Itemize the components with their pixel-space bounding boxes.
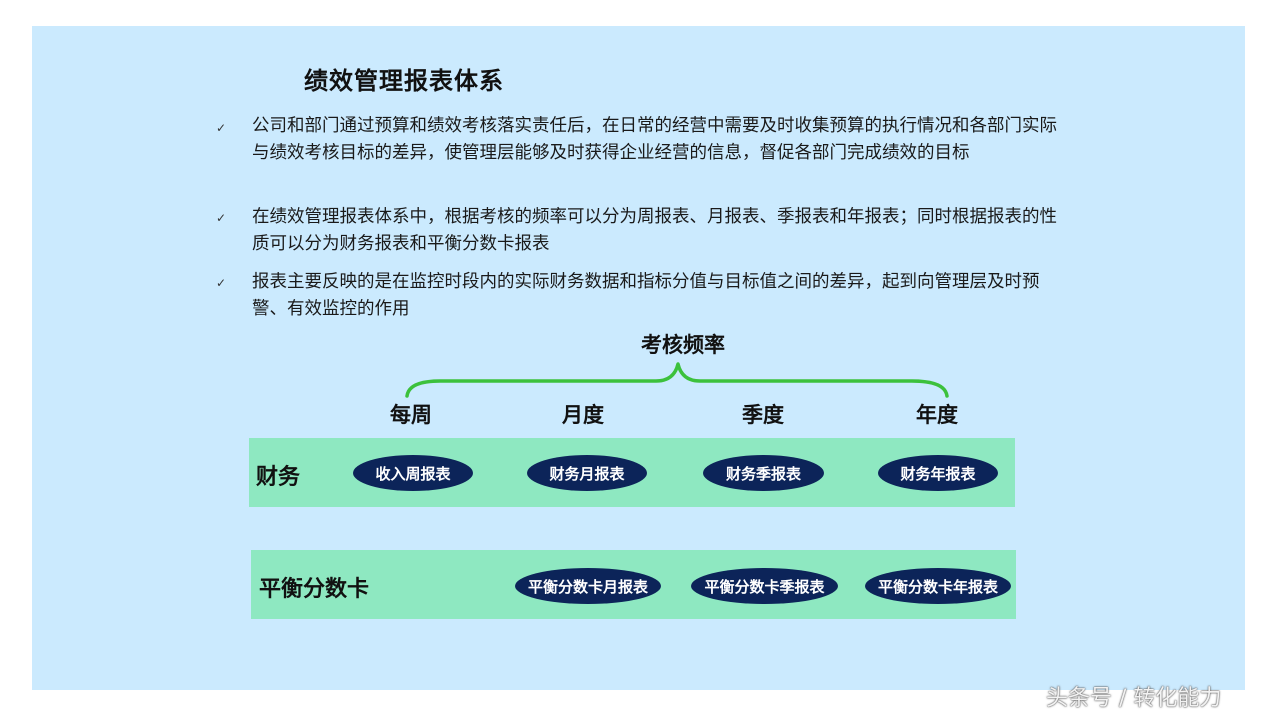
bullet-text: 在绩效管理报表体系中，根据考核的频率可以分为周报表、月报表、季报表和年报表；同时…: [252, 207, 1057, 254]
bullet-text: 报表主要反映的是在监控时段内的实际财务数据和指标分值与目标值之间的差异，起到向管…: [252, 272, 1040, 319]
watermark: 头条号 / 转化能力: [1046, 686, 1222, 711]
check-icon: ✓: [216, 121, 227, 135]
row-label-scorecard: 平衡分数卡: [259, 577, 370, 602]
page-title: 绩效管理报表体系: [304, 67, 504, 95]
report-pill: 收入周报表: [353, 455, 473, 491]
report-pill: 财务年报表: [878, 455, 998, 491]
column-header-yearly: 年度: [916, 403, 958, 427]
bullet-text: 公司和部门通过预算和绩效考核落实责任后，在日常的经营中需要及时收集预算的执行情况…: [252, 116, 1057, 163]
column-header-quarterly: 季度: [742, 403, 784, 427]
frequency-title: 考核频率: [641, 333, 725, 357]
report-pill: 财务月报表: [527, 455, 647, 491]
report-pill: 财务季报表: [703, 455, 824, 491]
column-header-weekly: 每周: [390, 403, 432, 427]
report-pill: 平衡分数卡季报表: [691, 568, 838, 604]
report-pill: 平衡分数卡月报表: [515, 568, 661, 604]
report-pill: 平衡分数卡年报表: [865, 568, 1011, 604]
check-icon: ✓: [216, 211, 227, 225]
row-label-finance: 财务: [256, 465, 301, 490]
check-icon: ✓: [216, 276, 227, 290]
column-header-monthly: 月度: [562, 403, 604, 427]
curly-brace: [405, 362, 949, 398]
